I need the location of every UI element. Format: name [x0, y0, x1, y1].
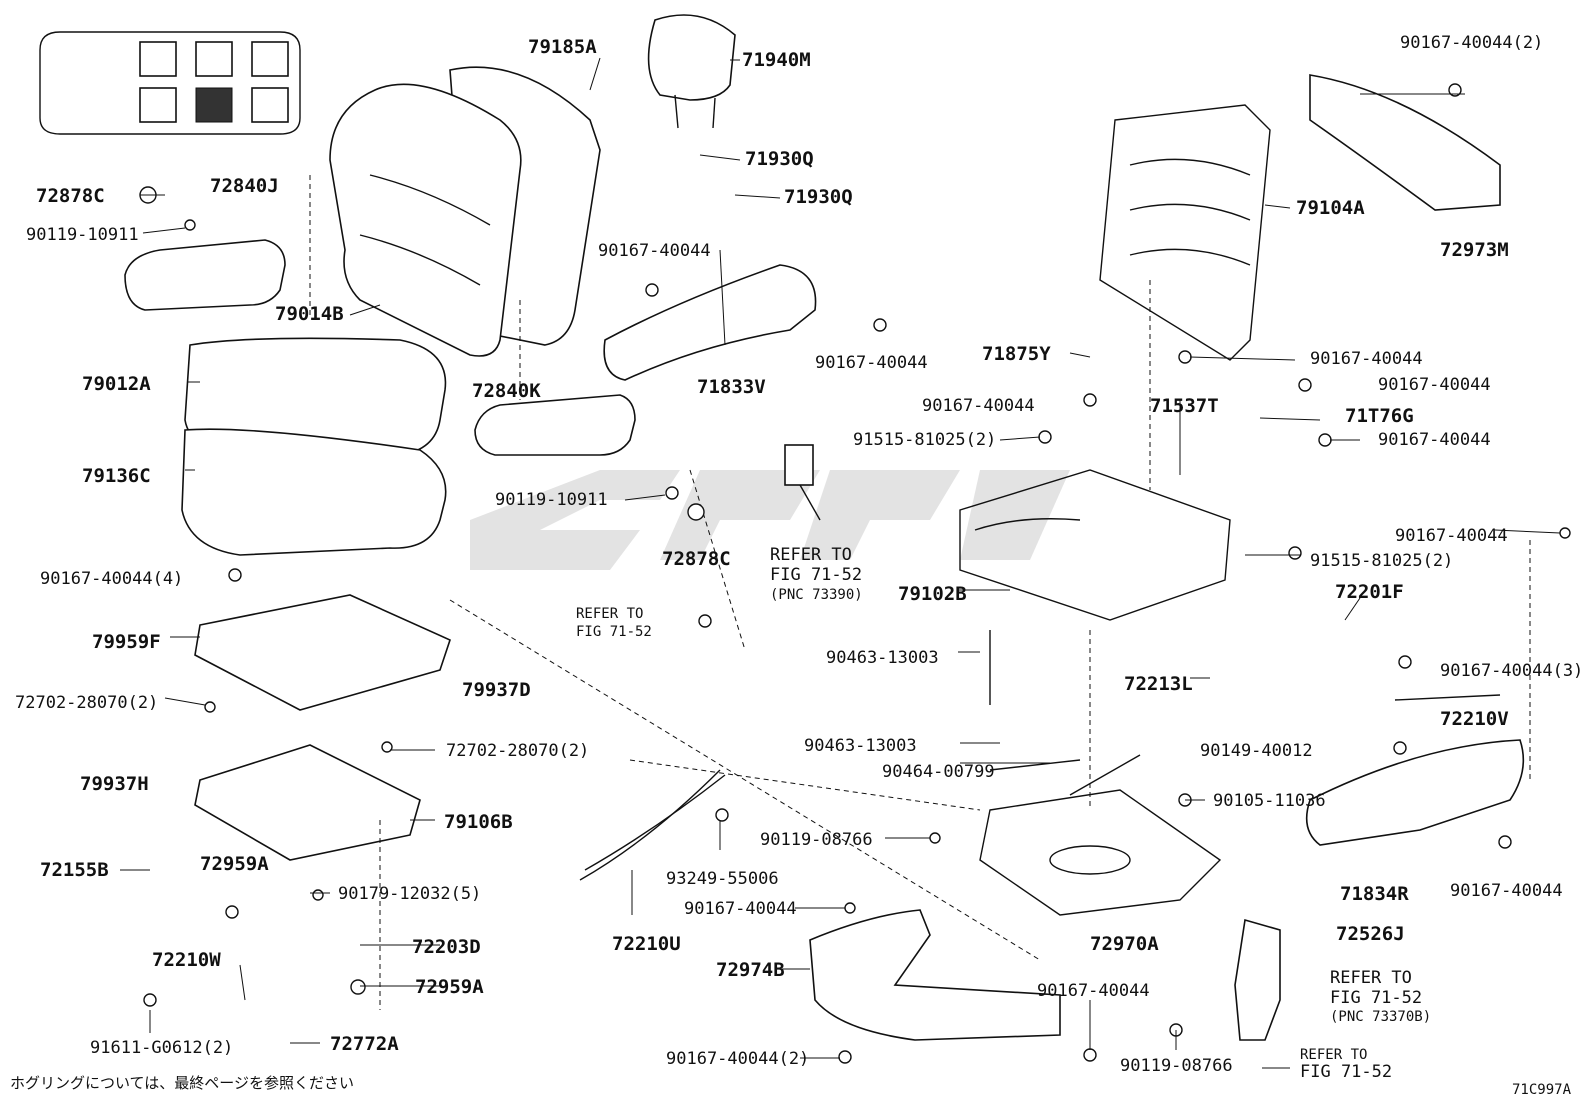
label-90179-12032-5: 90179-12032(5) [338, 884, 481, 904]
label-refer-2b: FIG 71-52 [576, 624, 652, 640]
label-93249-55006: 93249-55006 [666, 869, 779, 889]
label-90105-11036: 90105-11036 [1213, 791, 1326, 811]
label-90464-00799: 90464-00799 [882, 762, 995, 782]
label-72970A: 72970A [1090, 933, 1159, 955]
label-refer-3b: FIG 71-52 [1330, 988, 1422, 1008]
label-72878C-b: 72878C [662, 548, 731, 570]
label-91611-G0612-2: 91611-G0612(2) [90, 1038, 233, 1058]
label-91515-81025-2b: 91515-81025(2) [1310, 551, 1453, 571]
label-72702-28070-2b: 72702-28070(2) [446, 741, 589, 761]
label-90119-08766-b: 90119-08766 [1120, 1056, 1233, 1076]
label-79136C: 79136C [82, 465, 151, 487]
label-refer-3c: (PNC 73370B) [1330, 1009, 1431, 1025]
label-79959F: 79959F [92, 631, 161, 653]
label-71875Y: 71875Y [982, 343, 1051, 365]
headrest [647, 14, 736, 129]
label-refer-1: REFER TO [770, 545, 852, 565]
label-90149-40012: 90149-40012 [1200, 741, 1313, 761]
label-refer-1c: (PNC 73390) [770, 587, 863, 603]
label-72973M: 72973M [1440, 239, 1509, 261]
armrests [124, 239, 636, 456]
swivel-base [979, 789, 1222, 916]
label-90119-10911-b: 90119-10911 [495, 490, 608, 510]
label-79014B: 79014B [275, 303, 344, 325]
label-refer-3: REFER TO [1330, 968, 1412, 988]
vehicle-thumbnail [39, 31, 301, 135]
label-90463-13003-a: 90463-13003 [826, 648, 939, 668]
seat-cushion-assembly [181, 337, 447, 556]
label-refer-4: REFER TO [1300, 1047, 1367, 1063]
label-71537T: 71537T [1150, 395, 1219, 417]
label-72210W: 72210W [152, 949, 221, 971]
label-72155B: 72155B [40, 859, 109, 881]
label-72203D: 72203D [412, 936, 481, 958]
label-72959A-a: 72959A [200, 853, 269, 875]
label-71834R: 71834R [1340, 883, 1409, 905]
label-72210V: 72210V [1440, 708, 1509, 730]
label-90167-40044-b: 90167-40044 [815, 353, 928, 373]
watermark-logo [470, 470, 1070, 570]
seatback-frame [1099, 104, 1271, 361]
reference-lines [309, 175, 1531, 1010]
label-72878C-a: 72878C [36, 185, 105, 207]
label-72702-28070-2a: 72702-28070(2) [15, 693, 158, 713]
label-71940M: 71940M [742, 49, 811, 71]
label-72772A: 72772A [330, 1033, 399, 1055]
label-72526J: 72526J [1336, 923, 1405, 945]
label-79012A: 79012A [82, 373, 151, 395]
label-refer-4b: FIG 71-52 [1300, 1062, 1392, 1082]
label-79102B: 79102B [898, 583, 967, 605]
label-90167-40044-2b: 90167-40044(2) [666, 1049, 809, 1069]
label-79106B: 79106B [444, 811, 513, 833]
label-90167-40044-f: 90167-40044 [1378, 430, 1491, 450]
label-71930Q-b: 71930Q [784, 186, 853, 208]
label-90167-40044-3: 90167-40044(3) [1440, 661, 1583, 681]
fasteners [139, 83, 1571, 1064]
label-90167-40044-j: 90167-40044 [1037, 981, 1150, 1001]
label-90167-40044-e: 90167-40044 [922, 396, 1035, 416]
label-90167-40044-c: 90167-40044 [1310, 349, 1423, 369]
label-72840K: 72840K [472, 380, 541, 402]
label-72213L: 72213L [1124, 673, 1193, 695]
cables [579, 630, 1501, 881]
part-labels: 79185A 71940M 71930Q 71930Q 90167-40044(… [15, 33, 1583, 1082]
label-79937H: 79937H [80, 773, 149, 795]
label-71930Q-a: 71930Q [745, 148, 814, 170]
label-90119-10911-a: 90119-10911 [26, 225, 139, 245]
footnote-text: ホグリングについては、最終ページを参照ください [10, 1074, 354, 1092]
label-71833V: 71833V [697, 376, 766, 398]
label-71T76G: 71T76G [1345, 405, 1414, 427]
label-90167-40044-d: 90167-40044 [1378, 375, 1491, 395]
belt-buckles [784, 444, 1281, 1041]
seat-base-plates [194, 594, 451, 861]
label-79937D: 79937D [462, 679, 531, 701]
label-91515-81025-2a: 91515-81025(2) [853, 430, 996, 450]
label-90119-08766-a: 90119-08766 [760, 830, 873, 850]
label-79104A: 79104A [1296, 197, 1365, 219]
label-refer-2: REFER TO [576, 606, 643, 622]
label-72201F: 72201F [1335, 581, 1404, 603]
label-90463-13003-b: 90463-13003 [804, 736, 917, 756]
label-90167-40044-h: 90167-40044 [1450, 881, 1563, 901]
label-72974B: 72974B [716, 959, 785, 981]
diagram-code: 71C997A [1512, 1082, 1572, 1098]
label-90167-40044-4: 90167-40044(4) [40, 569, 183, 589]
seat-frame [959, 469, 1231, 621]
label-79185A: 79185A [528, 36, 597, 58]
label-90167-40044-a: 90167-40044 [598, 241, 711, 261]
lower-covers [603, 74, 1525, 1041]
label-refer-1b: FIG 71-52 [770, 565, 862, 585]
leader-lines [120, 57, 1561, 1069]
label-90167-40044-g: 90167-40044 [1395, 526, 1508, 546]
label-90167-40044-2: 90167-40044(2) [1400, 33, 1543, 53]
label-72959A-b: 72959A [415, 976, 484, 998]
label-72840J: 72840J [210, 175, 279, 197]
label-90167-40044-i: 90167-40044 [684, 899, 797, 919]
label-72210U: 72210U [612, 933, 681, 955]
seatback-assembly [329, 66, 601, 357]
